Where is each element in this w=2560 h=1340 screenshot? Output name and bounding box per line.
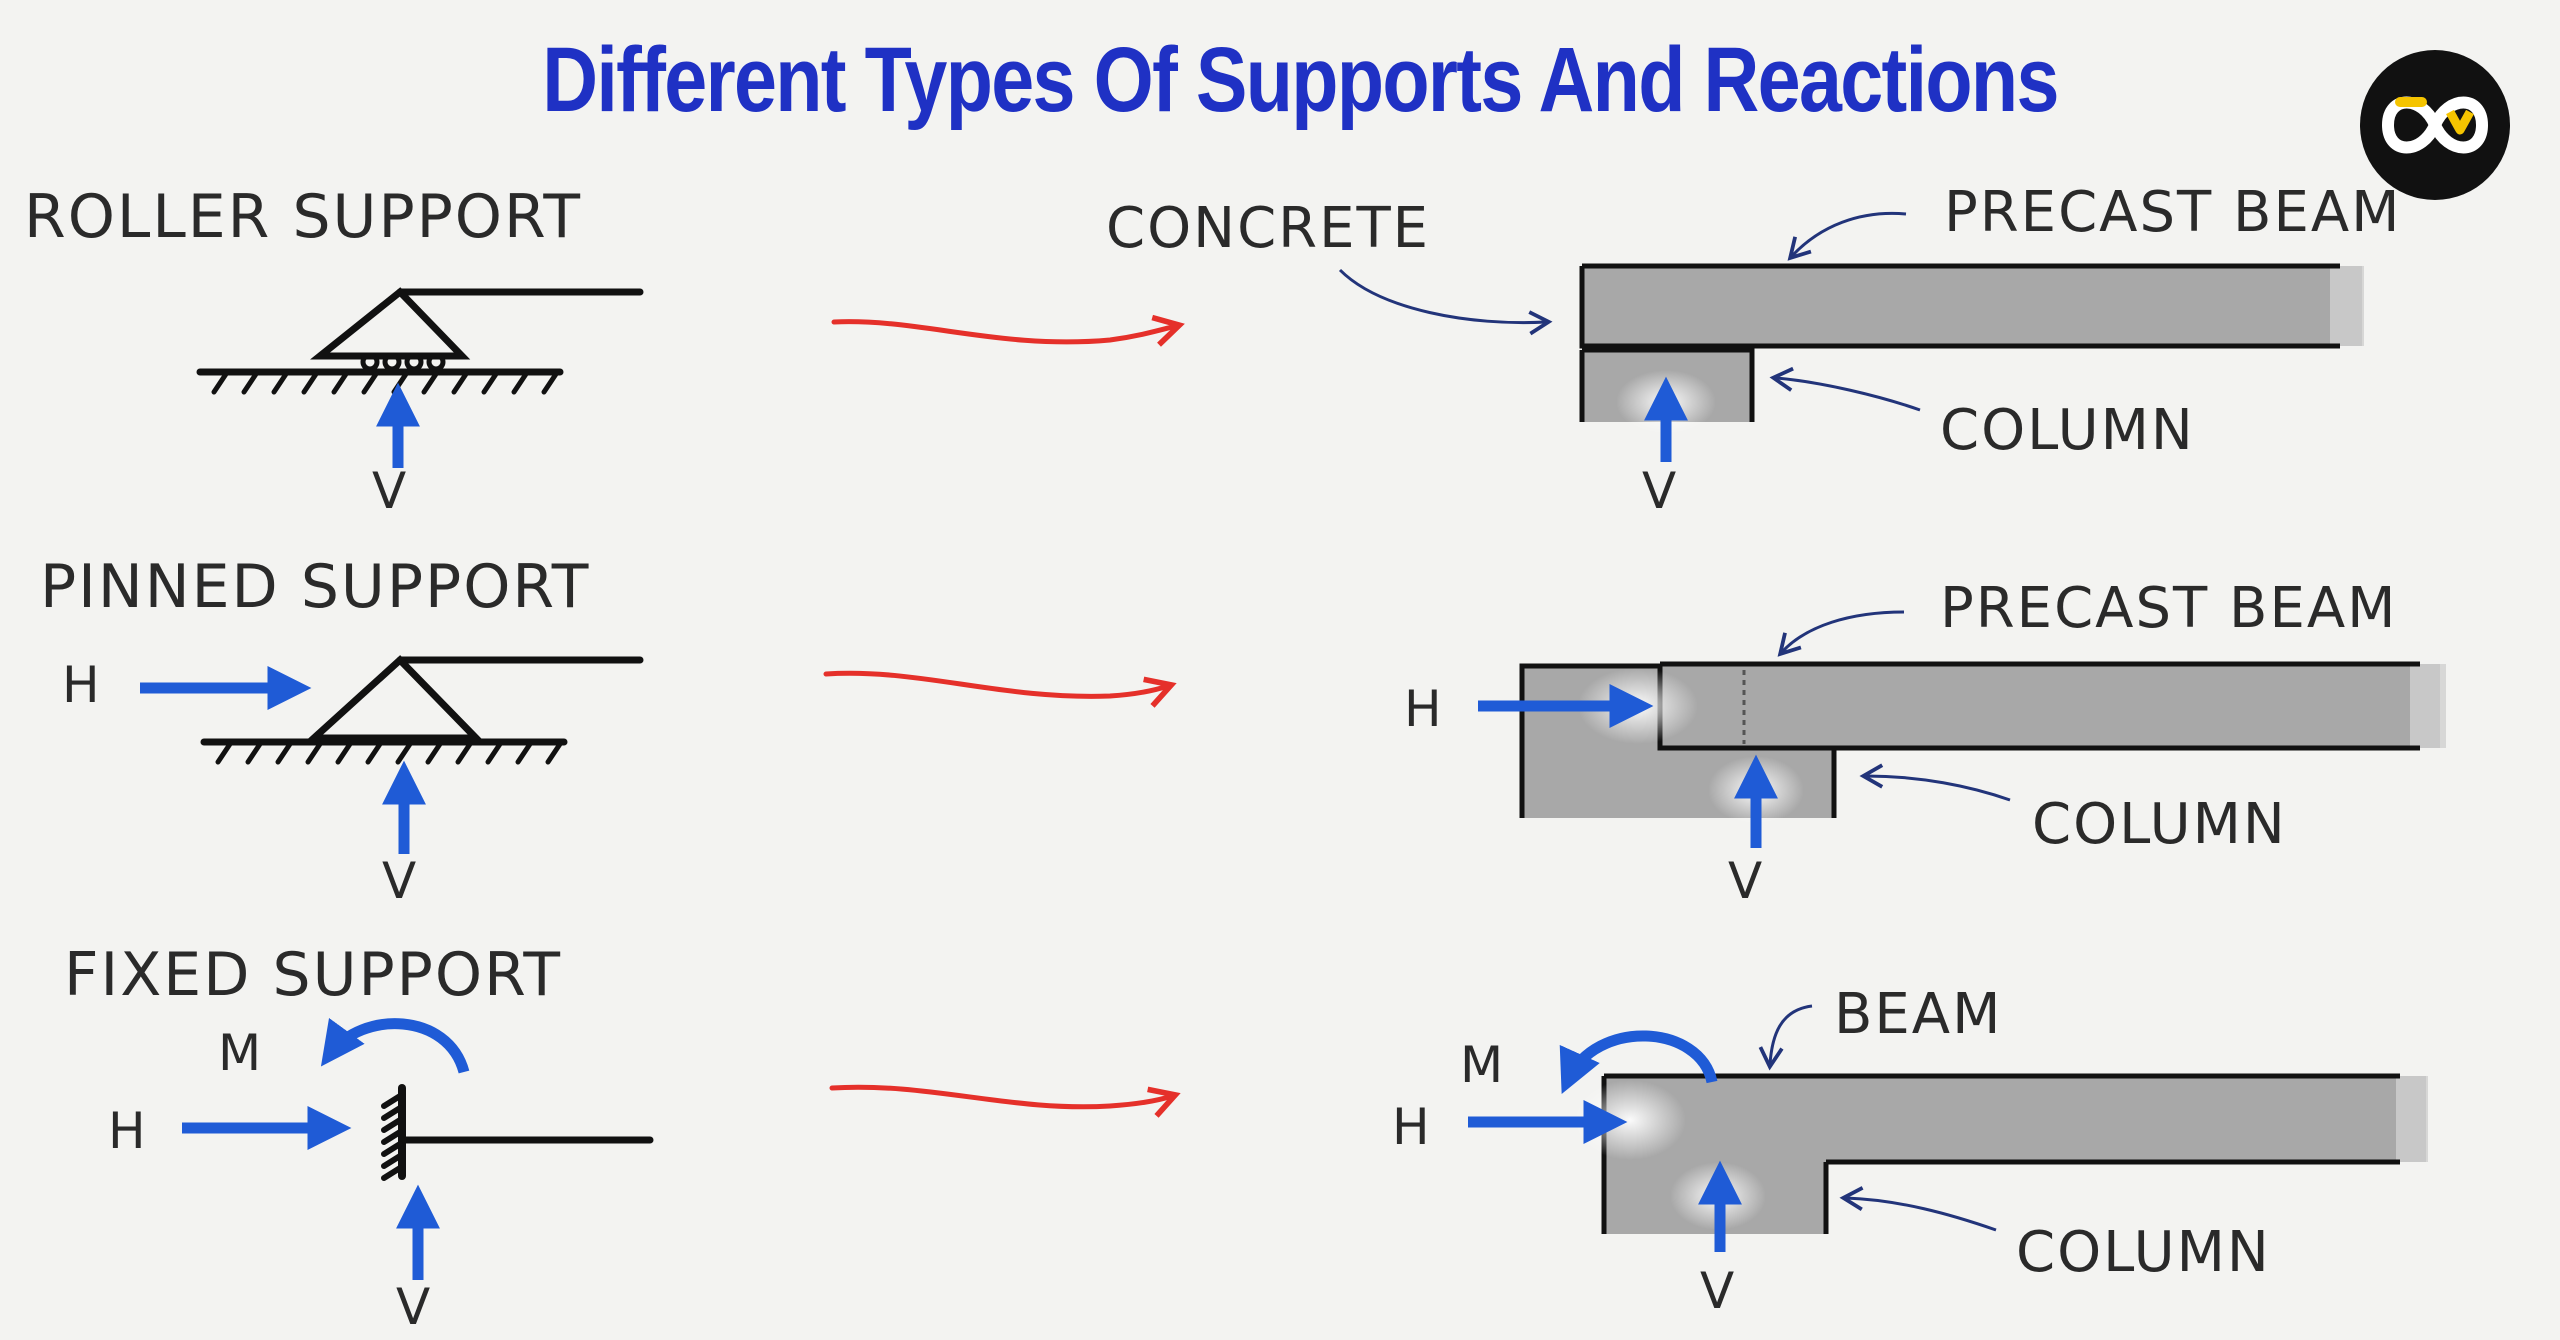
roller-precast-beam (1582, 266, 2362, 346)
roller-column-label: COLUMN (1940, 398, 2195, 463)
roller-ground-hatch (211, 371, 559, 395)
roller-concrete-label: CONCRETE (1106, 196, 1431, 261)
logo-accent-chevron (2446, 109, 2474, 135)
infinity-logo-icon (2360, 50, 2510, 200)
fixed-transition-arrow (829, 1084, 1181, 1118)
logo-graphic (2381, 96, 2489, 154)
fixed-beam (1604, 1076, 2426, 1162)
roller-beam-fade (2330, 266, 2364, 346)
fixed-beam-pointer (1758, 1004, 1813, 1071)
roller-wheel (360, 352, 380, 372)
pinned-detail-v-label: V (1728, 852, 1765, 910)
fixed-support-heading: FIXED SUPPORT (64, 940, 563, 1010)
fixed-h-label: H (108, 1102, 148, 1160)
fixed-beam-label: BEAM (1834, 982, 2003, 1047)
roller-detail (1579, 263, 2364, 434)
pinned-triangle (304, 655, 485, 742)
pinned-support-heading: PINNED SUPPORT (40, 552, 591, 622)
roller-wheel (382, 352, 402, 372)
pinned-detail (1519, 661, 2446, 824)
pinned-column-pointer (1859, 763, 2011, 802)
pinned-transition-arrow (823, 670, 1177, 708)
pinned-precast-beam-label: PRECAST BEAM (1940, 576, 2398, 641)
pinned-column-label: COLUMN (2032, 792, 2287, 857)
fixed-m-label: M (218, 1024, 264, 1082)
roller-support-symbol (196, 287, 644, 395)
page-title: Different Types Of Supports And Reaction… (542, 29, 2059, 131)
fixed-v-label: V (396, 1278, 433, 1336)
pinned-column-outline (1519, 663, 1660, 818)
roller-support-heading: ROLLER SUPPORT (24, 182, 583, 252)
pinned-detail-h-label: H (1404, 680, 1444, 738)
pinned-v-label: V (382, 852, 419, 910)
roller-concrete-pointer (1338, 268, 1553, 336)
fixed-column-pointer (1839, 1186, 1997, 1232)
fixed-detail-v-label: V (1700, 1262, 1737, 1320)
pinned-ground-hatch (215, 741, 563, 765)
pinned-beam-fade (2410, 664, 2446, 748)
fixed-wall-hatch (381, 1093, 403, 1181)
fixed-detail (1574, 1073, 2428, 1234)
fixed-column-label: COLUMN (2016, 1220, 2271, 1285)
roller-column-outline (1579, 347, 1755, 422)
roller-precast-beam-label: PRECAST BEAM (1944, 180, 2402, 245)
roller-detail-v-label: V (1642, 462, 1679, 520)
roller-beam-outline (1579, 263, 2340, 349)
fixed-detail-m-label: M (1460, 1036, 1506, 1094)
roller-wheel (426, 352, 446, 372)
roller-triangle (310, 287, 471, 360)
roller-v-label: V (372, 462, 409, 520)
roller-column-pointer (1769, 366, 1921, 412)
fixed-beam-fade (2396, 1076, 2428, 1162)
roller-wheel (404, 352, 424, 372)
fixed-m-arrow (320, 1017, 470, 1074)
fixed-detail-m-arrow (1559, 1030, 1718, 1095)
pinned-beam-pointer (1777, 610, 1905, 657)
roller-beam-pointer (1787, 211, 1907, 261)
fixed-support-symbol (381, 1084, 654, 1181)
pinned-h-label: H (62, 656, 102, 714)
fixed-detail-h-label: H (1392, 1098, 1432, 1156)
roller-transition-arrow (831, 314, 1185, 347)
pinned-precast-beam (1660, 664, 2440, 748)
pinned-support-symbol (200, 655, 644, 765)
